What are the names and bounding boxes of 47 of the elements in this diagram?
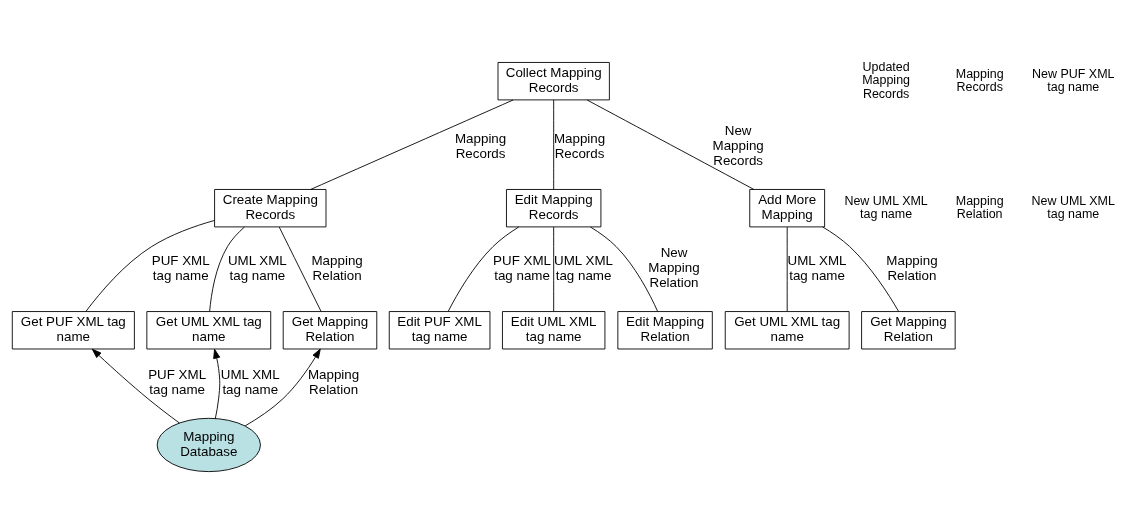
edge-label: PUF XML tag name	[148, 367, 207, 398]
label: Mapping Records	[955, 66, 1004, 95]
arrow	[244, 348, 321, 427]
connector	[822, 226, 899, 312]
edge-label: UML XML tag name	[554, 252, 613, 283]
label: New UML XML tag name	[1031, 193, 1115, 222]
label: Updated Mapping Records	[862, 60, 911, 101]
node-box: Create Mapping Records	[214, 189, 327, 228]
connector	[586, 99, 755, 190]
label: New UML XML tag name	[844, 193, 928, 222]
edge-label: Mapping Relation	[307, 367, 360, 398]
node-box: Edit UML XML tag name	[502, 311, 606, 350]
node-box: Edit Mapping Records	[506, 189, 602, 228]
connector	[553, 226, 555, 312]
arrow	[213, 348, 221, 420]
node-ellipse: Mapping Database	[156, 417, 261, 473]
edge-label: PUF XML tag name	[493, 252, 551, 283]
label: Mapping Relation	[955, 193, 1004, 222]
edge-label: Mapping Relation	[886, 252, 938, 283]
connector	[553, 99, 555, 190]
node-box: Collect Mapping Records	[497, 62, 610, 101]
arrow	[91, 348, 180, 424]
edge-label: UML XML tag name	[787, 252, 847, 283]
edge-label: Mapping Records	[553, 130, 606, 161]
node-box: Edit PUF XML tag name	[388, 311, 491, 350]
edge-label: Mapping Relation	[311, 252, 363, 283]
connector	[85, 220, 215, 312]
edge-label: Mapping Records	[454, 130, 507, 161]
node-box: Get PUF XML tag name	[11, 311, 135, 350]
connector	[447, 226, 520, 312]
connector	[209, 226, 245, 312]
edge-label: UML XML tag name	[227, 252, 287, 283]
label: New PUF XML tag name	[1032, 66, 1115, 95]
node-box: Add More Mapping	[749, 189, 826, 228]
node-box: Get UML XML tag name	[724, 311, 850, 350]
node-box: Edit Mapping Relation	[617, 311, 713, 350]
edge-label: New Mapping Records	[712, 123, 764, 169]
node-box: Get Mapping Relation	[861, 311, 956, 350]
connector	[278, 226, 322, 312]
node-box: Get UML XML tag name	[146, 311, 272, 350]
connector	[590, 226, 659, 312]
edge-label: UML XML tag name	[220, 367, 280, 398]
edge-label: New Mapping Relation	[648, 245, 700, 291]
connector	[786, 226, 788, 312]
node-box: Get Mapping Relation	[282, 311, 378, 350]
edge-label: PUF XML tag name	[151, 252, 210, 283]
connector	[310, 99, 514, 190]
